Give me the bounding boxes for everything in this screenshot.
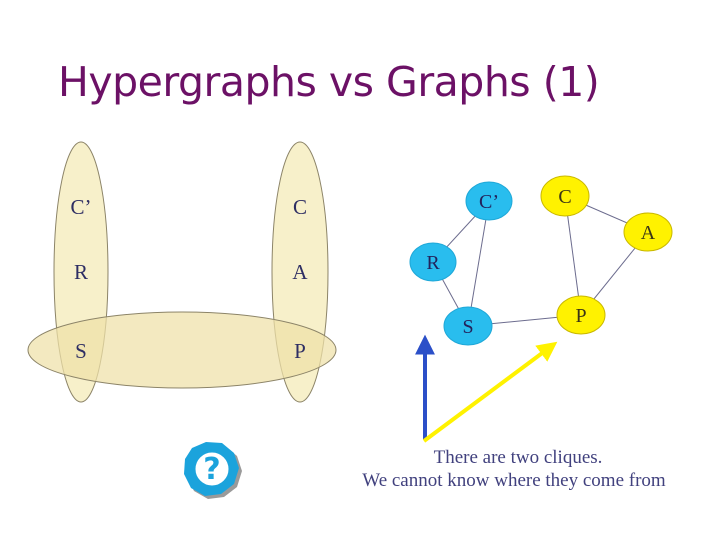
- hyperedge-bottom-ellipse: [27, 311, 337, 389]
- node-c-label: C: [558, 186, 571, 208]
- node-s-label: S: [462, 316, 473, 338]
- edge-cprime-s: [467, 200, 490, 327]
- venn-label-a: A: [292, 260, 308, 284]
- node-p-label: P: [575, 305, 586, 327]
- caption-line-2: We cannot know where they come from: [362, 470, 666, 492]
- node-s[interactable]: [443, 306, 493, 346]
- venn-label-r: R: [74, 260, 88, 284]
- page-title: Hypergraphs vs Graphs (1): [58, 58, 600, 106]
- graph-nodes: C’ R S C A P: [409, 175, 673, 346]
- node-a[interactable]: [623, 212, 673, 252]
- question-icon-glyph: ?: [203, 452, 220, 487]
- yellow-diagonal-arrow: [422, 341, 558, 443]
- venn-label-c: C: [293, 195, 307, 219]
- venn-label-c-prime: C’: [71, 195, 92, 219]
- node-cprime-label: C’: [479, 191, 499, 213]
- question-icon-disc: [194, 451, 230, 487]
- venn-label-p: P: [294, 339, 306, 363]
- node-c[interactable]: [540, 175, 590, 217]
- caption-line-1: There are two cliques.: [433, 447, 603, 468]
- venn-label-s: S: [75, 339, 87, 363]
- question-icon-ring: [192, 449, 232, 489]
- node-r[interactable]: [409, 242, 457, 282]
- caption-block: There are two cliques. We cannot know wh…: [338, 446, 698, 492]
- node-p[interactable]: [556, 295, 606, 335]
- node-r-label: R: [426, 252, 440, 274]
- node-cprime[interactable]: [465, 181, 513, 221]
- node-a-label: A: [641, 222, 656, 244]
